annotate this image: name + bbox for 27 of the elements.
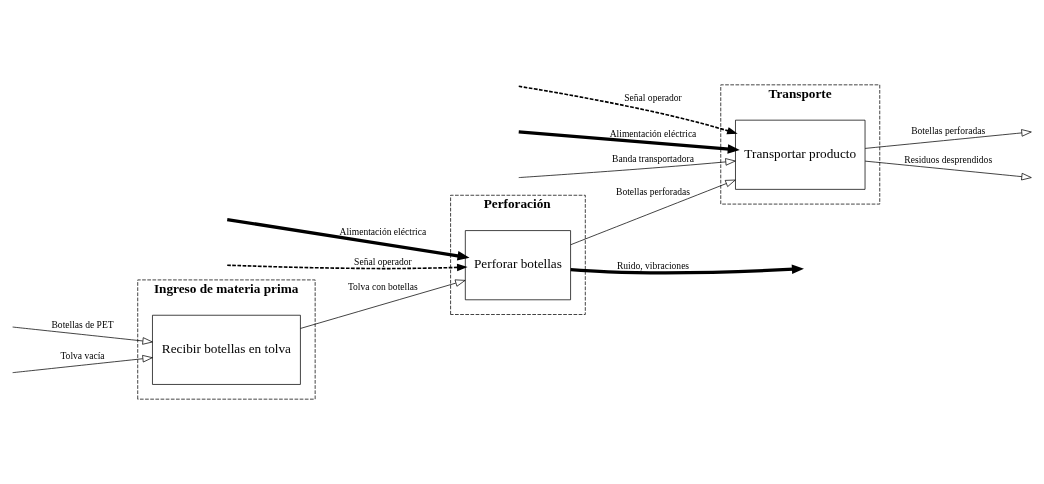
node-box: Recibir botellas en tolva bbox=[152, 314, 301, 385]
arrow bbox=[518, 158, 736, 178]
edge-label: Alimentación eléctrica bbox=[609, 128, 697, 140]
arrow bbox=[570, 264, 804, 275]
arrow bbox=[300, 279, 466, 329]
arrow bbox=[864, 160, 1032, 181]
edge-label: Ruido, vibraciones bbox=[616, 260, 690, 272]
arrow bbox=[12, 326, 153, 345]
edge-label: Tolva con botellas bbox=[347, 280, 418, 292]
arrow bbox=[226, 217, 470, 261]
edge-label: Señal operador bbox=[354, 256, 412, 268]
edge-label: Banda transportadora bbox=[612, 152, 694, 164]
arrow bbox=[864, 129, 1032, 149]
arrow bbox=[12, 355, 153, 374]
edge-label: Tolva vacía bbox=[60, 349, 105, 361]
edge-label: Botellas perforadas bbox=[911, 124, 986, 136]
arrow bbox=[517, 85, 738, 135]
edge-label: Botellas de PET bbox=[51, 319, 114, 331]
arrow bbox=[226, 263, 468, 272]
edge-label: Alimentación eléctrica bbox=[339, 226, 427, 238]
node-box: Transportar producto bbox=[735, 119, 866, 190]
edge-label: Botellas perforadas bbox=[616, 185, 691, 197]
arrow bbox=[570, 179, 736, 246]
edge-label: Señal operador bbox=[624, 91, 682, 103]
edge-label: Residuos desprendidos bbox=[904, 154, 993, 166]
arrow bbox=[518, 130, 740, 154]
node-box: Perforar botellas bbox=[464, 230, 571, 301]
